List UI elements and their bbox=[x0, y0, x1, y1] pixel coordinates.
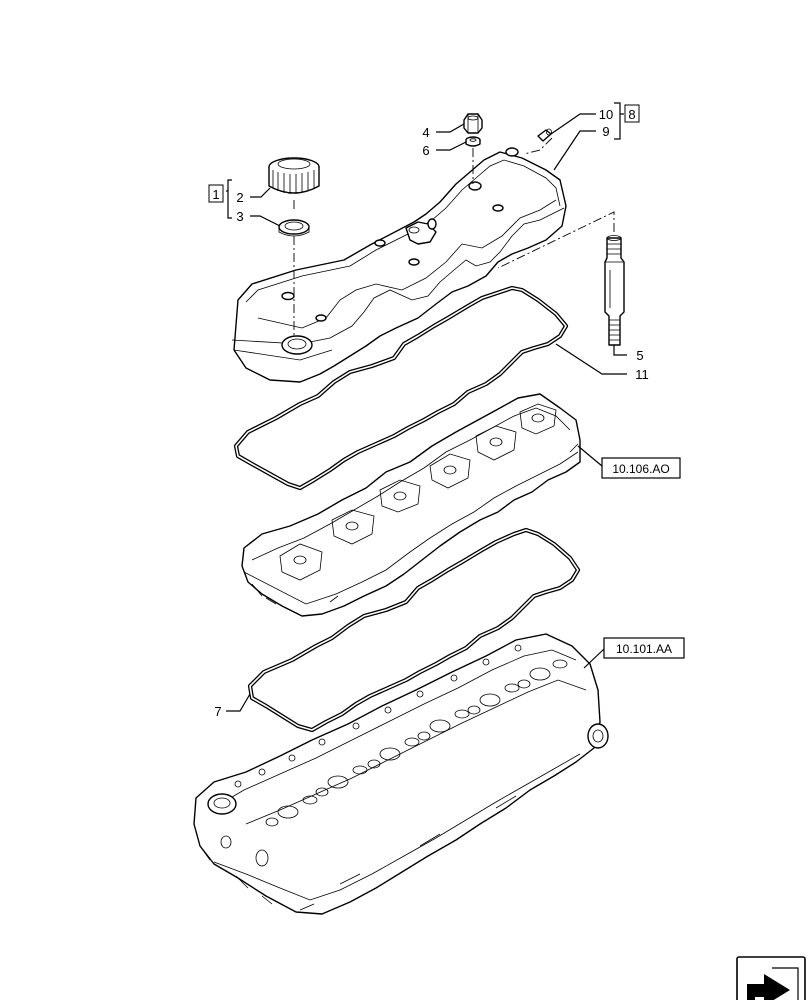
leader-lines bbox=[226, 102, 627, 712]
reference-10-101-aa[interactable]: 10.101.AA bbox=[603, 637, 685, 659]
callout-11: 11 bbox=[635, 367, 649, 382]
carrier-gasket[interactable] bbox=[247, 527, 581, 733]
head-bolt-row bbox=[234, 644, 522, 788]
cap-seal-ring[interactable] bbox=[278, 219, 310, 237]
next-page-arrow-icon[interactable] bbox=[736, 956, 806, 1000]
oil-filler-cap[interactable] bbox=[268, 157, 320, 194]
reference-10-106-ao[interactable]: 10.106.AO bbox=[601, 457, 681, 479]
reference-label-carrier: 10.106.AO bbox=[612, 462, 669, 476]
callout-3: 3 bbox=[236, 209, 243, 224]
callout-labels: 1 2 3 4 6 10 9 8 5 11 7 bbox=[208, 104, 649, 719]
callout-5: 5 bbox=[636, 348, 643, 363]
reference-label-cylinder-head: 10.101.AA bbox=[616, 642, 672, 656]
nut-washer[interactable] bbox=[465, 136, 481, 147]
valve-cluster bbox=[265, 659, 568, 827]
callout-10: 10 bbox=[599, 107, 613, 122]
callout-box-1 bbox=[208, 184, 224, 203]
callout-6: 6 bbox=[422, 143, 429, 158]
callout-7: 7 bbox=[214, 704, 221, 719]
callout-2: 2 bbox=[236, 190, 243, 205]
valve-rocker-cover[interactable] bbox=[231, 147, 567, 383]
assembly-centre-lines bbox=[293, 137, 615, 336]
mounting-stud[interactable] bbox=[604, 235, 625, 346]
callout-box-8 bbox=[624, 104, 640, 123]
cylinder-head bbox=[193, 633, 609, 915]
callout-1: 1 bbox=[212, 187, 219, 202]
callout-4: 4 bbox=[422, 125, 429, 140]
rocker-carrier-spacer bbox=[241, 393, 581, 617]
cover-nut[interactable] bbox=[463, 113, 483, 134]
breather-plug[interactable] bbox=[537, 128, 552, 142]
callout-9: 9 bbox=[602, 124, 609, 139]
valve-cover-gasket[interactable] bbox=[233, 285, 569, 491]
callout-8: 8 bbox=[628, 107, 635, 122]
